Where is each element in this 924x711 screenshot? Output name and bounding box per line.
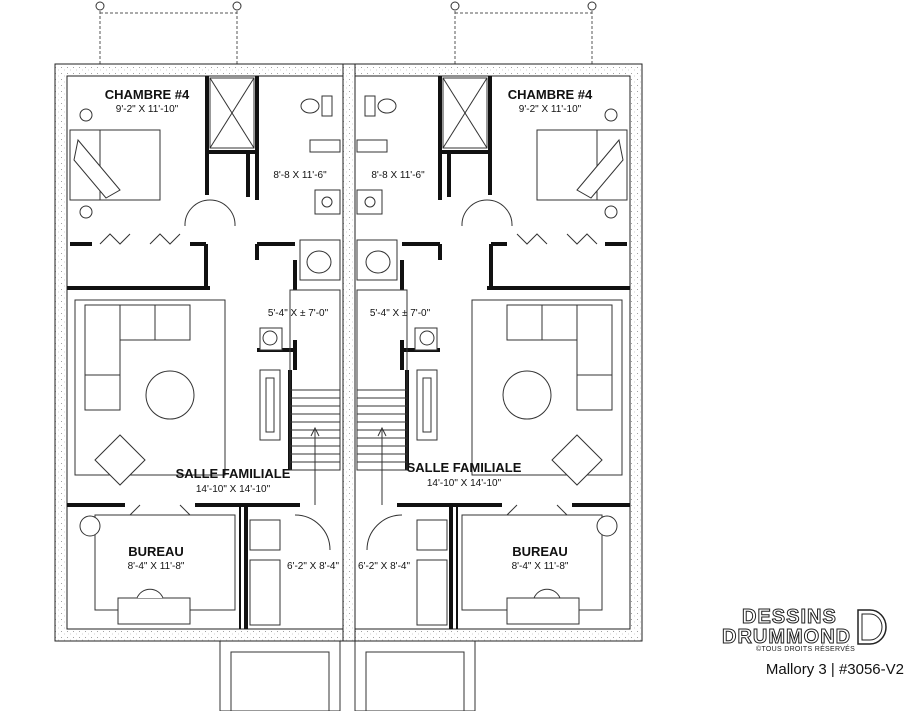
left-office-dims: 8'-4" X 11'-8" [128,561,185,572]
left-bed [69,108,161,219]
foundation-walls [54,63,643,642]
right-storage-dims: 6'-2" X 8'-4" [358,561,411,572]
left-office-name: BUREAU [128,544,184,559]
left-family-room-name: SALLE FAMILIALE [176,466,291,481]
right-family-room-dims: 14'-10" X 14'-10" [427,478,502,489]
left-bedroom-name: CHAMBRE #4 [105,87,190,102]
left-bathroom-fixtures [209,77,341,351]
left-unit-walls [67,76,300,629]
right-office-dims: 8'-4" X 11'-8" [512,561,569,572]
right-bedroom-name: CHAMBRE #4 [508,87,593,102]
right-family-room-name: SALLE FAMILIALE [407,460,522,475]
brand-d-logo-icon [857,609,887,645]
porch-post [95,1,105,11]
top-porch-right [454,6,593,64]
porch-post [587,1,597,11]
brand-logo-block: DESSINS DRUMMOND ©TOUS DROITS RÉSERVÉS [721,606,902,686]
left-stair-dims: 5'-4" X ± 7'-0" [268,308,329,319]
porch-post [232,1,242,11]
right-bedroom-dims: 9'-2" X 11'-10" [519,104,582,115]
right-office-name: BUREAU [512,544,568,559]
left-sectional-sofa [74,299,281,486]
left-bedroom-dims: 9'-2" X 11'-10" [116,104,179,115]
left-stair [289,289,341,551]
right-bathroom-dims: 8'-8 X 11'-6" [371,170,425,181]
left-family-room-dims: 14'-10" X 14'-10" [196,484,271,495]
bottom-step-right [354,639,476,711]
brand-name-line1: DESSINS [742,606,837,629]
right-unit [356,76,630,629]
left-office-furniture [79,504,281,626]
left-closet-doors [99,199,236,245]
porch-post [450,1,460,11]
plan-name: Mallory 3 | #3056-V2 [765,661,904,678]
brand-copyright: ©TOUS DROITS RÉSERVÉS [756,646,856,653]
right-stair-dims: 5'-4" X ± 7'-0" [370,308,431,319]
left-bathroom-dims: 8'-8 X 11'-6" [273,170,327,181]
bottom-step-left [219,639,341,711]
left-storage-dims: 6'-2" X 8'-4" [287,561,340,572]
top-porch-left [99,6,238,64]
brand-name-line2: DRUMMOND [721,626,852,649]
